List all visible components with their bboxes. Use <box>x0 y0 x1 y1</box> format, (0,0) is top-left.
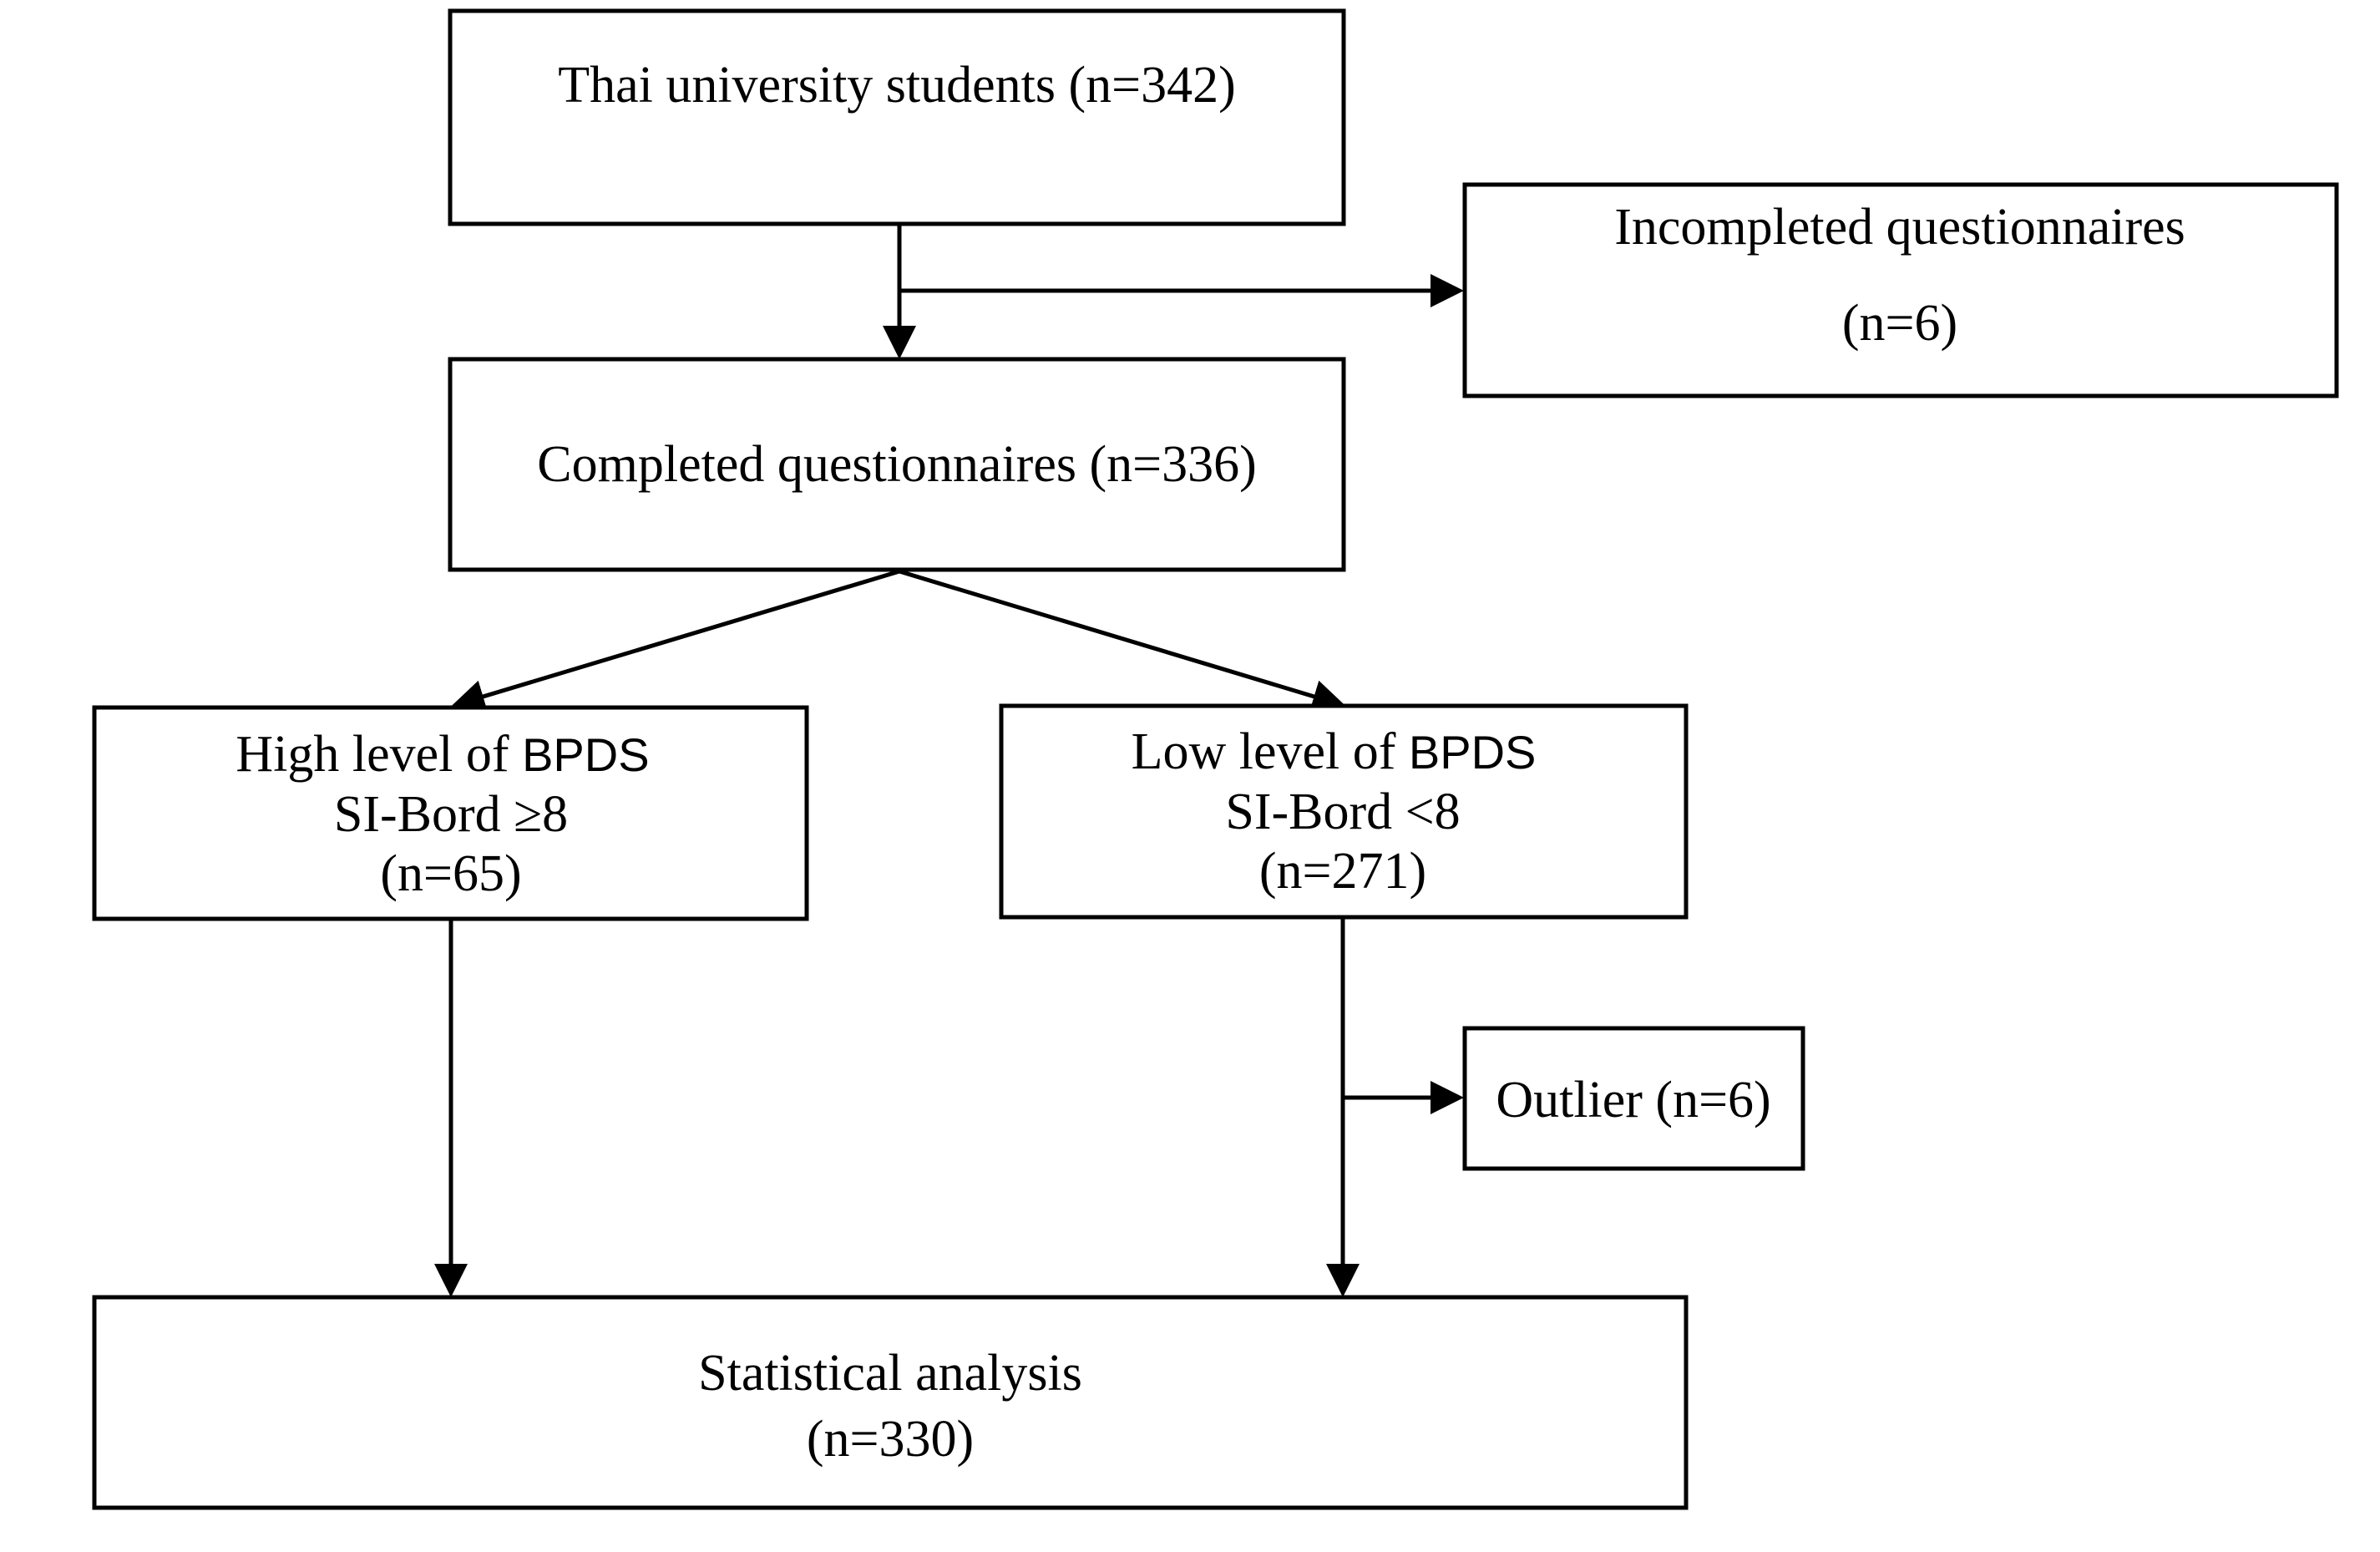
box-high-bpds-line3: (n=65) <box>380 845 521 902</box>
box-statistical-line1: Statistical analysis <box>698 1345 1082 1402</box>
box-low-bpds-line2: SI-Bord <8 <box>1225 784 1460 840</box>
box-high-bpds: High level of BPDS SI-Bord ≥8 (n=65) <box>92 705 809 921</box>
box-incompleted-line2: (n=6) <box>1842 295 1957 352</box>
box-incompleted: Incompleted questionnaires (n=6) <box>1462 182 2339 398</box>
box-outlier-text: Outlier (n=6) <box>1496 1072 1770 1128</box>
arrow-completed-to-high <box>451 569 900 713</box>
box-statistical-line2: (n=330) <box>807 1411 974 1468</box>
arrow-completed-to-low <box>899 569 1346 713</box>
box-thai-students-text: Thai university students (n=342) <box>558 57 1236 114</box>
box-high-bpds-line1: High level of BPDS <box>235 726 649 783</box>
connectors <box>434 226 1464 1297</box>
box-high-bpds-line2: SI-Bord ≥8 <box>334 786 568 843</box>
box-completed-text: Completed questionnaires (n=336) <box>537 436 1256 493</box>
box-low-bpds: Low level of BPDS SI-Bord <8 (n=271) <box>999 703 1689 920</box>
box-thai-students: Thai university students (n=342) <box>448 8 1346 226</box>
box-low-bpds-line3: (n=271) <box>1259 843 1426 900</box>
box-outlier: Outlier (n=6) <box>1462 1026 1805 1171</box>
box-low-bpds-line1: Low level of BPDS <box>1132 723 1537 780</box>
box-completed: Completed questionnaires (n=336) <box>448 357 1346 572</box>
box-incompleted-line1: Incompleted questionnaires <box>1614 199 2185 256</box>
box-statistical: Statistical analysis (n=330) <box>92 1295 1689 1510</box>
